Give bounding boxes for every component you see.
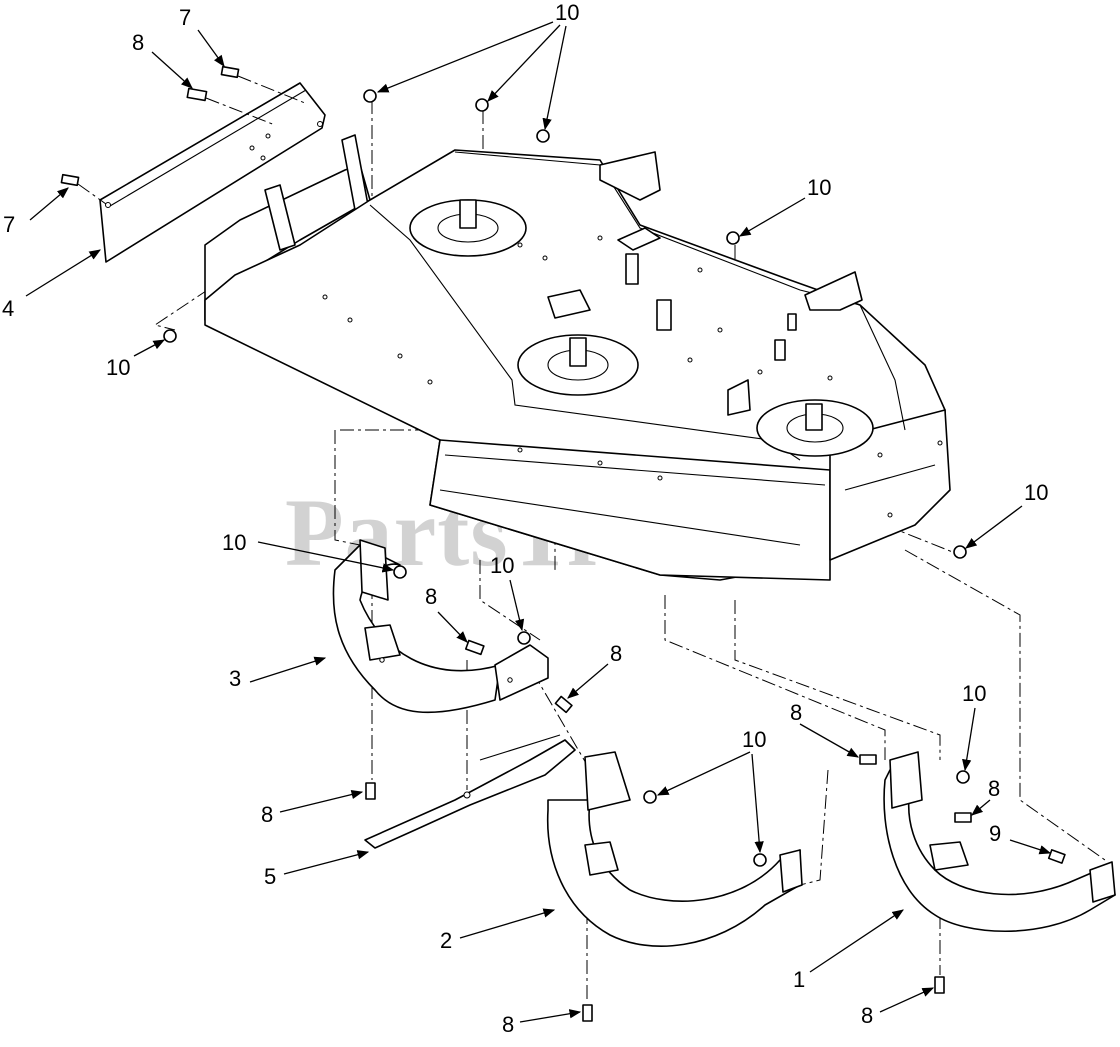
baffle-right [883, 751, 1116, 933]
callout-10: 10 [222, 530, 246, 555]
callout-10: 10 [807, 175, 831, 200]
baffle-center [546, 751, 803, 947]
callout-3: 3 [229, 666, 241, 691]
callout-10: 10 [962, 681, 986, 706]
callout-8: 8 [610, 641, 622, 666]
blade [364, 734, 576, 849]
callout-8: 8 [988, 776, 1000, 801]
bolt [60, 65, 306, 205]
mower-deck [204, 134, 951, 581]
callout-10: 10 [1024, 480, 1048, 505]
callout-9: 9 [989, 821, 1001, 846]
callout-10: 10 [490, 553, 514, 578]
baffle-left [332, 539, 549, 714]
callout-4: 4 [2, 296, 14, 321]
callout-8: 8 [861, 1003, 873, 1028]
callout-10: 10 [106, 355, 130, 380]
leader-lines [25, 21, 1052, 1023]
mounting-plate [99, 82, 326, 263]
callout-8: 8 [790, 700, 802, 725]
callout-1: 1 [793, 967, 805, 992]
callout-10: 10 [742, 727, 766, 752]
callout-7: 7 [3, 212, 15, 237]
flange-bolt [365, 639, 1066, 1022]
callout-10: 10 [555, 0, 579, 25]
callout-7: 7 [179, 5, 191, 30]
callout-8: 8 [425, 584, 437, 609]
callout-8: 8 [261, 802, 273, 827]
lock-nut [163, 89, 970, 867]
callout-2: 2 [440, 928, 452, 953]
callout-8: 8 [502, 1012, 514, 1037]
callout-labels: 10 7 8 7 4 10 10 10 10 10 8 8 3 8 5 10 2… [2, 0, 1048, 1037]
callout-5: 5 [264, 864, 276, 889]
callout-8: 8 [132, 30, 144, 55]
